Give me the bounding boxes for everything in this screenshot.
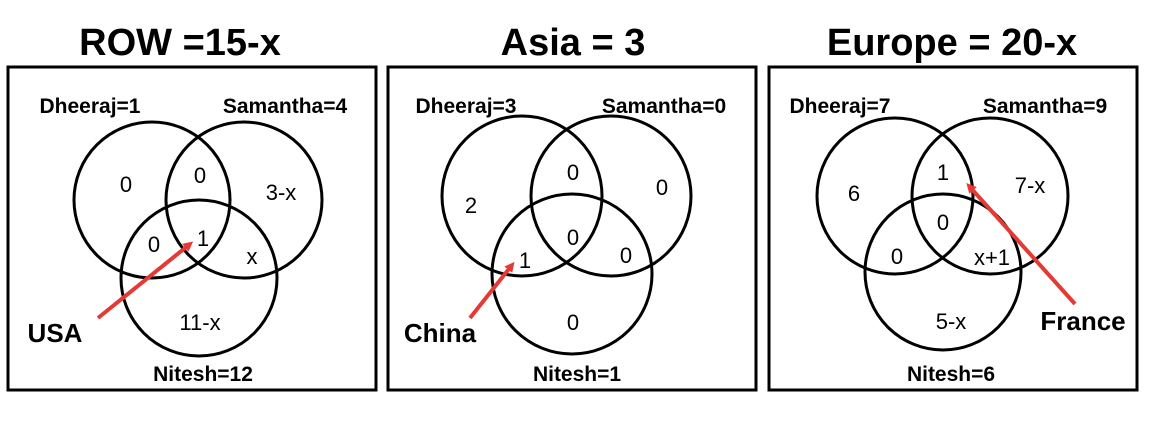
region-all-three: 1 — [197, 226, 209, 251]
set-label-samantha: Samantha=4 — [223, 95, 348, 118]
venn-circle-nitesh — [119, 198, 279, 358]
venn-circle-nitesh — [863, 192, 1023, 352]
region-samantha-only: 3-x — [266, 180, 297, 205]
venn-circle-samantha — [164, 120, 324, 280]
region-samantha-nitesh: 0 — [620, 243, 632, 268]
region-samantha-only: 7-x — [1015, 173, 1046, 198]
panel-title: Asia = 3 — [501, 22, 646, 64]
panel-frame — [6, 65, 378, 392]
callout-label: China — [404, 318, 477, 348]
region-all-three: 0 — [567, 225, 579, 250]
region-nitesh-only: 11-x — [179, 310, 220, 335]
panel-title: ROW =15-x — [79, 22, 281, 64]
venn-circle-samantha — [529, 114, 693, 278]
region-nitesh-only: 0 — [567, 310, 579, 335]
venn-circle-dheeraj — [440, 114, 604, 278]
set-label-nitesh: Nitesh=1 — [533, 363, 621, 386]
set-label-nitesh: Nitesh=12 — [153, 363, 253, 386]
set-label-dheeraj: Dheeraj=7 — [790, 95, 891, 118]
panel-frame — [767, 65, 1139, 392]
callout-label: USA — [28, 318, 83, 348]
region-dheeraj-samantha: 0 — [194, 163, 206, 188]
set-label-nitesh: Nitesh=6 — [907, 363, 995, 386]
region-samantha-nitesh: x — [247, 244, 258, 269]
set-label-dheeraj: Dheeraj=1 — [40, 95, 141, 118]
set-label-dheeraj: Dheeraj=3 — [416, 95, 517, 118]
set-label-samantha: Samantha=0 — [602, 95, 726, 118]
callout-arrow — [468, 261, 515, 320]
panel-europe: Europe = 20-x Dheeraj=7 Samantha=9 Nites… — [767, 22, 1139, 392]
region-dheeraj-samantha: 1 — [937, 160, 949, 185]
venn-circle-dheeraj — [815, 116, 975, 276]
panel-title: Europe = 20-x — [827, 22, 1077, 64]
region-dheeraj-nitesh: 0 — [148, 232, 160, 257]
venn-circle-samantha — [910, 116, 1070, 276]
region-samantha-nitesh: x+1 — [974, 245, 1010, 270]
callout-arrow — [966, 183, 1077, 306]
venn-circle-nitesh — [490, 192, 654, 356]
panel-frame — [386, 65, 758, 392]
callout-arrow — [96, 241, 194, 320]
region-dheeraj-only: 0 — [120, 172, 132, 197]
panel-row: ROW =15-x Dheeraj=1 Samantha=4 Nitesh=12… — [6, 22, 378, 392]
region-nitesh-only: 5-x — [936, 309, 967, 334]
region-samantha-only: 0 — [656, 175, 668, 200]
region-dheeraj-nitesh: 0 — [891, 244, 903, 269]
set-label-samantha: Samantha=9 — [983, 95, 1107, 118]
venn-circle-dheeraj — [72, 120, 232, 280]
region-all-three: 0 — [937, 210, 949, 235]
region-dheeraj-samantha: 0 — [567, 160, 579, 185]
region-dheeraj-only: 6 — [848, 181, 860, 206]
callout-label: France — [1040, 306, 1125, 336]
region-dheeraj-nitesh: 1 — [519, 248, 531, 273]
region-dheeraj-only: 2 — [465, 193, 477, 218]
panel-asia: Asia = 3 Dheeraj=3 Samantha=0 Nitesh=1 2… — [386, 22, 758, 392]
